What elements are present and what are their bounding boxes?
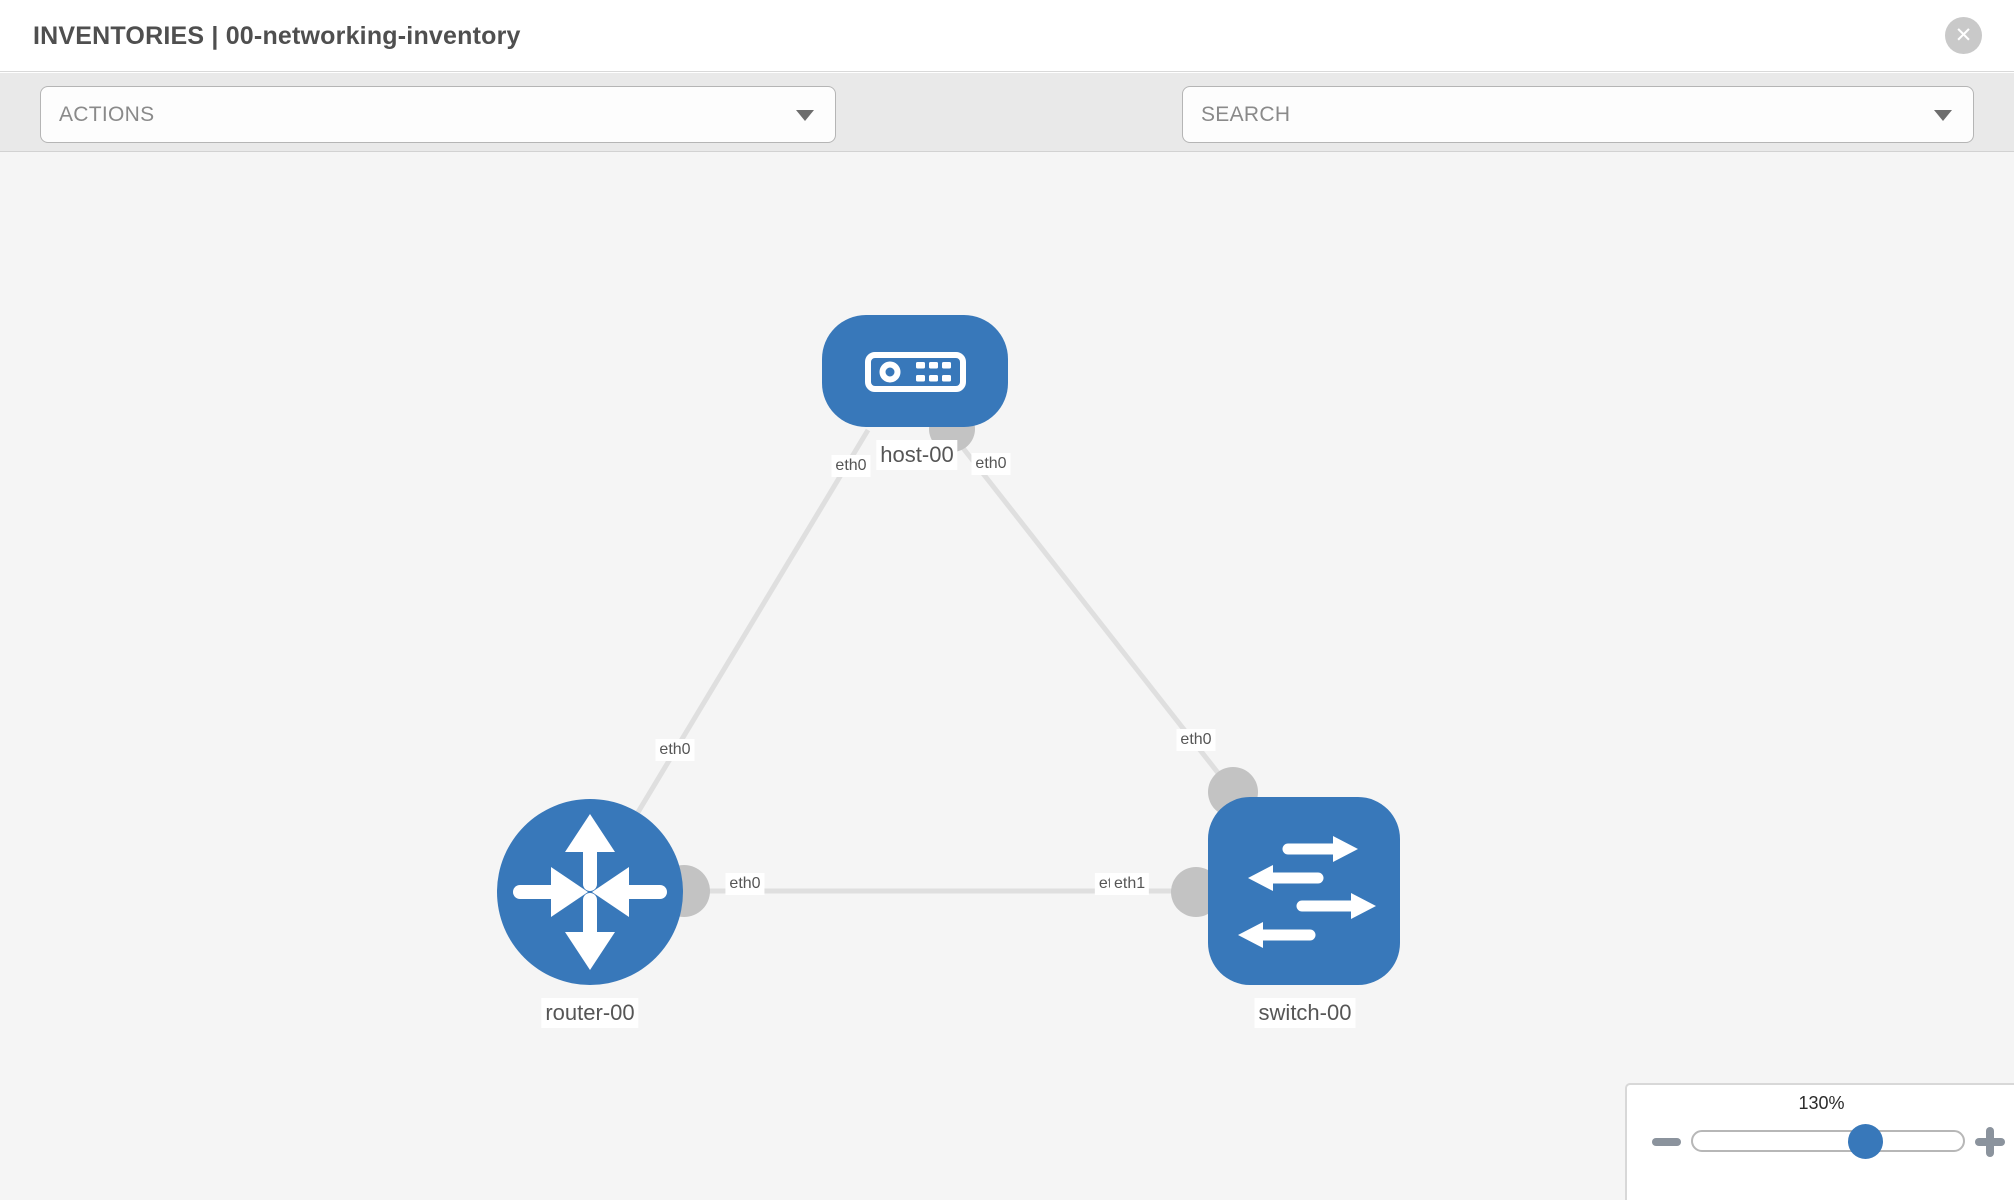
chevron-down-icon (796, 109, 814, 121)
zoom-panel: 130% (1625, 1083, 2014, 1200)
close-button[interactable]: ✕ (1945, 17, 1982, 54)
interface-label: eth0 (1176, 729, 1216, 751)
interface-connectors (658, 406, 1258, 917)
plus-icon (1986, 1127, 1994, 1157)
actions-dropdown[interactable]: ACTIONS (40, 86, 836, 143)
search-dropdown[interactable]: SEARCH (1182, 86, 1974, 143)
actions-dropdown-label: ACTIONS (59, 102, 155, 126)
zoom-in-button[interactable] (1975, 1127, 2005, 1157)
toolbar: ACTIONS SEARCH (0, 73, 2014, 205)
chevron-down-icon (1934, 109, 1952, 121)
router-arrows-icon (513, 814, 667, 970)
interface-label: eth0 (971, 453, 1011, 475)
topology-graph (497, 315, 1400, 985)
node-label-switch: switch-00 (1254, 998, 1356, 1028)
zoom-out-button[interactable] (1652, 1138, 1681, 1146)
close-icon: ✕ (1954, 24, 1973, 47)
node-router-00[interactable] (497, 799, 683, 985)
node-host-00[interactable] (822, 315, 1008, 427)
search-placeholder: SEARCH (1201, 102, 1291, 126)
node-label-host: host-00 (876, 440, 958, 470)
server-icon (865, 352, 966, 392)
interface-label: eth1 (1110, 873, 1150, 895)
zoom-level: 130% (1798, 1093, 1845, 1113)
zoom-slider-handle[interactable] (1848, 1124, 1883, 1159)
interface-label: eth0 (725, 873, 765, 895)
links (587, 428, 1235, 894)
interface-label: eth0 (655, 739, 695, 761)
page-title: INVENTORIES | 00-networking-inventory (33, 21, 521, 50)
node-label-router: router-00 (541, 998, 639, 1028)
node-switch-00[interactable] (1208, 797, 1400, 985)
interface-label: eth0 (831, 455, 871, 477)
switch-arrows-icon (1238, 836, 1376, 948)
zoom-slider-track[interactable] (1691, 1130, 1965, 1152)
header: INVENTORIES | 00-networking-inventory ✕ (0, 0, 2014, 72)
